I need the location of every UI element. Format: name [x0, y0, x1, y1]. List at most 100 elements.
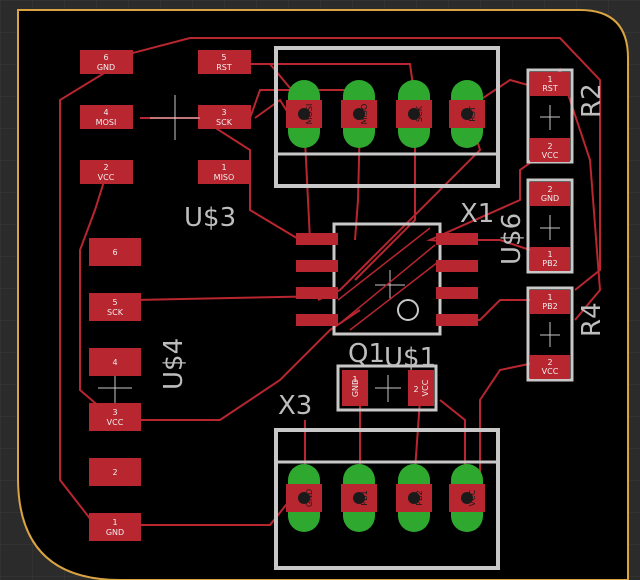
pad-number: 1 — [221, 163, 226, 172]
pad-number: 3 — [221, 108, 226, 117]
label-u6: U$6 — [497, 213, 527, 265]
u6-footprint: 2 GND 1 PB2 — [526, 178, 574, 274]
ic-pad-4[interactable] — [296, 314, 338, 326]
x3-pin-3[interactable]: PB2 — [396, 464, 432, 532]
pin-label: VCC — [468, 489, 477, 506]
pad-number: 5 — [221, 53, 226, 62]
pad-name: MISO — [214, 173, 235, 182]
x3-pin-4[interactable]: VCC — [449, 464, 485, 532]
pad-number: 4 — [112, 358, 117, 367]
pin-label: SCK — [415, 105, 424, 122]
pad-number: 2 — [413, 385, 418, 394]
x3-footprint: GND PB1 PB2 VCC — [274, 428, 500, 570]
u3-origin-cross — [150, 95, 200, 140]
u1-pad-1[interactable]: 1 GND — [342, 370, 368, 406]
pin-label: PB2 — [415, 490, 424, 505]
label-r4: R4 — [577, 302, 607, 337]
r4-pad-2[interactable]: 2 VCC — [530, 355, 570, 379]
u3-pad-5[interactable]: 5 RST — [198, 50, 251, 74]
pad-number: 1 — [352, 375, 357, 384]
pad-name: GND — [351, 379, 360, 397]
u3-pad-4[interactable]: 4 MOSI — [80, 105, 133, 129]
pad-name: RST — [216, 63, 232, 72]
pad-number: 2 — [103, 163, 108, 172]
label-u1: U$1 — [384, 343, 436, 373]
pad-name: GND — [106, 528, 124, 537]
pad-name: GND — [97, 63, 115, 72]
ic-pad-1[interactable] — [296, 233, 338, 245]
label-u3: U$3 — [184, 203, 236, 233]
r2-pad-2[interactable]: 2 VCC — [530, 138, 570, 162]
pad-number: 4 — [103, 108, 108, 117]
pad-name: RST — [542, 84, 558, 93]
pad-number: 2 — [547, 142, 552, 151]
u3-pad-6[interactable]: 6 GND — [80, 50, 133, 74]
ic-pad-2[interactable] — [296, 260, 338, 272]
label-x3: X3 — [278, 391, 312, 421]
ic-pad-7[interactable] — [436, 260, 478, 272]
x1-pin-1[interactable]: MOSI — [286, 80, 322, 148]
pad-number: 5 — [112, 298, 117, 307]
pad-number: 2 — [112, 468, 117, 477]
u3-pad-2[interactable]: 2 VCC — [80, 160, 133, 184]
pad-name: GND — [541, 194, 559, 203]
u4-pad-2[interactable]: 2 — [89, 458, 141, 486]
u6-pad-2[interactable]: 2 GND — [530, 182, 570, 206]
pad-name: VCC — [542, 151, 559, 160]
r4-pad-1[interactable]: 1 PB2 — [530, 290, 570, 314]
x3-pin-1[interactable]: GND — [286, 464, 322, 532]
u3-footprint: 6 GND 5 RST 4 MOSI 3 SCK 2 VCC 1 MISO — [80, 50, 251, 184]
pad-number: 3 — [112, 408, 117, 417]
u1-footprint: 1 GND 2 VCC — [336, 364, 438, 412]
pad-number: 1 — [547, 75, 552, 84]
pad-name: MOSI — [96, 118, 117, 127]
u3-pad-3[interactable]: 3 SCK — [198, 105, 251, 129]
ic-pad-6[interactable] — [436, 287, 478, 299]
pin-label: GND — [305, 489, 314, 507]
pad-name: PB2 — [542, 259, 557, 268]
u1-pad-2[interactable]: 2 VCC — [408, 370, 434, 406]
label-x1: X1 — [460, 199, 494, 229]
u4-pad-5[interactable]: 5 SCK — [89, 293, 141, 321]
pin-label: MISO — [360, 104, 369, 125]
pad-number: 6 — [103, 53, 108, 62]
pad-name: VCC — [421, 379, 430, 396]
pin-label: RST — [468, 106, 477, 122]
x1-pin-3[interactable]: SCK — [396, 80, 432, 148]
pin-label: PB1 — [360, 490, 369, 505]
pad-number: 1 — [112, 518, 117, 527]
pin-label: MOSI — [305, 104, 314, 125]
pad-name: SCK — [107, 308, 124, 317]
pad-name: VCC — [542, 367, 559, 376]
u4-pad-6[interactable]: 6 — [89, 238, 141, 266]
u4-footprint: 6 5 SCK 4 3 VCC 2 1 GND — [89, 238, 141, 541]
u6-pad-1[interactable]: 1 PB2 — [530, 247, 570, 271]
r2-pad-1[interactable]: 1 RST — [530, 72, 570, 96]
x1-pin-2[interactable]: MISO — [341, 80, 377, 148]
label-r2: R2 — [577, 83, 607, 118]
x3-pin-2[interactable]: PB1 — [341, 464, 377, 532]
pad-name: VCC — [98, 173, 115, 182]
ic-pad-5[interactable] — [436, 314, 478, 326]
r4-footprint: 1 PB2 2 VCC — [526, 286, 574, 382]
pad-number: 1 — [547, 293, 552, 302]
ic-pad-3[interactable] — [296, 287, 338, 299]
pad-number: 1 — [547, 250, 552, 259]
u4-pad-4[interactable]: 4 — [89, 348, 141, 376]
u3-pad-1[interactable]: 1 MISO — [198, 160, 251, 184]
x1-pin-4[interactable]: RST — [449, 80, 485, 148]
r2-footprint: 1 RST 2 VCC — [526, 68, 574, 164]
pad-number: 2 — [547, 358, 552, 367]
pad-number: 6 — [112, 248, 117, 257]
x1-footprint: MOSI MISO SCK RST — [274, 46, 500, 188]
u4-pad-1[interactable]: 1 GND — [89, 513, 141, 541]
pad-name: PB2 — [542, 302, 557, 311]
ic-pad-8[interactable] — [436, 233, 478, 245]
pad-number: 2 — [547, 185, 552, 194]
label-q1: Q1 — [348, 339, 385, 369]
ic-chip — [296, 222, 478, 336]
u4-pad-3[interactable]: 3 VCC — [89, 403, 141, 431]
pad-name: VCC — [107, 418, 124, 427]
label-u4: U$4 — [159, 338, 189, 390]
